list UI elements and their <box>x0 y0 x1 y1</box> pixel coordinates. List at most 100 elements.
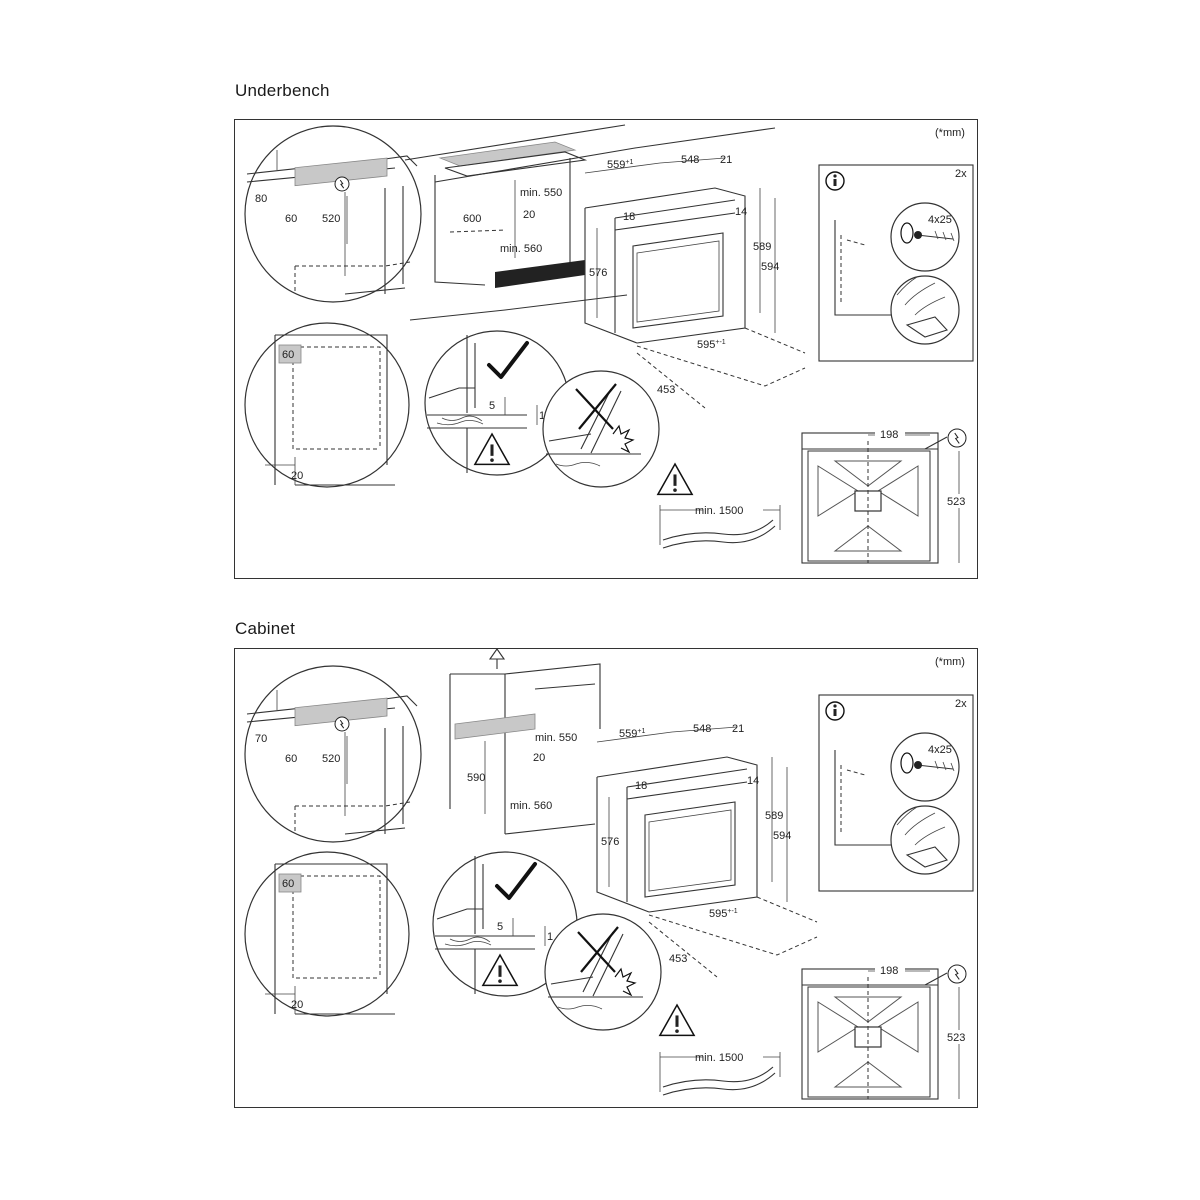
oven-outline-dashed <box>293 346 381 449</box>
cooktop-frame <box>444 151 588 177</box>
oven-side-profile <box>834 750 895 846</box>
cross-icon-b <box>580 926 619 973</box>
control-panel-bottom <box>626 781 748 800</box>
dim-label-bg <box>703 1047 763 1061</box>
worktop-back-edge <box>434 127 776 183</box>
power-icon-bolt <box>954 432 960 444</box>
screw-hole <box>900 222 914 244</box>
warning-icon <box>481 953 519 987</box>
oven-side-profile <box>834 220 895 316</box>
detail-circle-incorrect <box>544 913 662 1031</box>
floor-line <box>344 827 406 835</box>
depth-dashed <box>756 896 818 923</box>
dim-label-14: 14 <box>747 775 759 787</box>
dim-label-min1500: min. 1500 <box>695 505 743 517</box>
oven-door-window <box>632 232 724 329</box>
plinth-vent <box>495 260 585 288</box>
screw-size-label: 4x25 <box>928 214 952 226</box>
dim-label-bg <box>875 963 905 975</box>
oven-cavity <box>807 986 931 1098</box>
dim-label-bg <box>875 427 905 439</box>
dim-label-595-value: 595 <box>709 908 727 920</box>
detail-circle-correct: 51 <box>432 851 578 997</box>
oven-body <box>584 187 746 344</box>
dim-label-5: 5 <box>489 400 495 412</box>
detail-circle-correct: 51 <box>424 330 570 476</box>
impact-burst-icon <box>612 424 635 454</box>
dim-label-5: 5 <box>497 921 503 933</box>
warning-exclamation-bar <box>498 965 502 977</box>
dim-line-595 <box>648 914 818 956</box>
cable-line-b <box>662 525 776 549</box>
oven-base-lip <box>436 908 483 920</box>
dim-label-20: 20 <box>291 470 303 482</box>
dim-label-1: 1 <box>539 410 545 422</box>
oven-base-lip <box>428 387 475 399</box>
oven-left <box>596 777 650 913</box>
dim-label-18: 18 <box>623 211 635 223</box>
quantity-label: 2x <box>955 698 967 710</box>
control-panel-top <box>626 768 748 788</box>
oven-base-lip <box>548 433 592 442</box>
info-icon-bar <box>833 179 837 186</box>
dim-label-min560: min. 560 <box>500 243 542 255</box>
dim-label-594: 594 <box>773 830 791 842</box>
mounting-bracket <box>905 316 948 338</box>
depth-dashed <box>744 327 806 354</box>
oven-side-wall-tilted <box>582 931 614 993</box>
cabinet-frame <box>275 334 388 465</box>
tall-cabinet-top <box>450 663 601 729</box>
screw-shaft <box>916 234 954 240</box>
dim-label-198: 198 <box>880 429 898 441</box>
oven-cavity <box>807 450 931 562</box>
dim-label-548: 548 <box>681 154 699 166</box>
dim-line-548 <box>671 726 738 733</box>
leader-line <box>924 972 948 986</box>
power-icon <box>334 716 350 732</box>
dim-label-20: 20 <box>291 999 303 1011</box>
wood-grain <box>557 1005 603 1010</box>
screw-head <box>914 761 922 769</box>
dim-label-523: 523 <box>947 1032 965 1044</box>
mounting-bracket <box>905 846 948 868</box>
power-icon <box>334 176 350 192</box>
dim-label-top-gap: 80 <box>255 193 267 205</box>
dim-label-559-value: 559 <box>619 728 637 740</box>
dim-label-bg <box>945 1030 975 1044</box>
oven-body <box>596 756 758 913</box>
dim-label-18: 18 <box>635 780 647 792</box>
screw-shaft <box>916 764 954 770</box>
dim-label-21: 21 <box>720 154 732 166</box>
floor-line <box>504 823 596 835</box>
dim-label-bg <box>945 494 975 508</box>
info-icon <box>825 171 845 191</box>
screw-detail-circle <box>890 732 960 802</box>
screw-thread <box>934 760 955 772</box>
power-icon-bolt <box>954 968 960 980</box>
power-icon-bolt <box>339 719 345 729</box>
cable-line <box>662 519 774 541</box>
wood-grain <box>555 462 601 467</box>
detail-circle-outline <box>244 322 410 488</box>
info-icon-bar <box>833 709 837 716</box>
dim-label-bg <box>703 500 763 514</box>
oven-outline-dashed <box>293 875 381 978</box>
dim-label-595: 595+-1 <box>709 908 738 920</box>
warning-exclamation-bar <box>675 1015 679 1027</box>
dim-label-198: 198 <box>880 965 898 977</box>
dim-label-20-top: 20 <box>533 752 545 764</box>
dim-line-595 <box>636 345 806 387</box>
wood-grain <box>444 941 492 947</box>
dim-line-559 <box>584 162 661 174</box>
shelf-top <box>534 683 596 690</box>
wood-grain <box>896 276 946 316</box>
info-icon-dot <box>833 704 837 708</box>
